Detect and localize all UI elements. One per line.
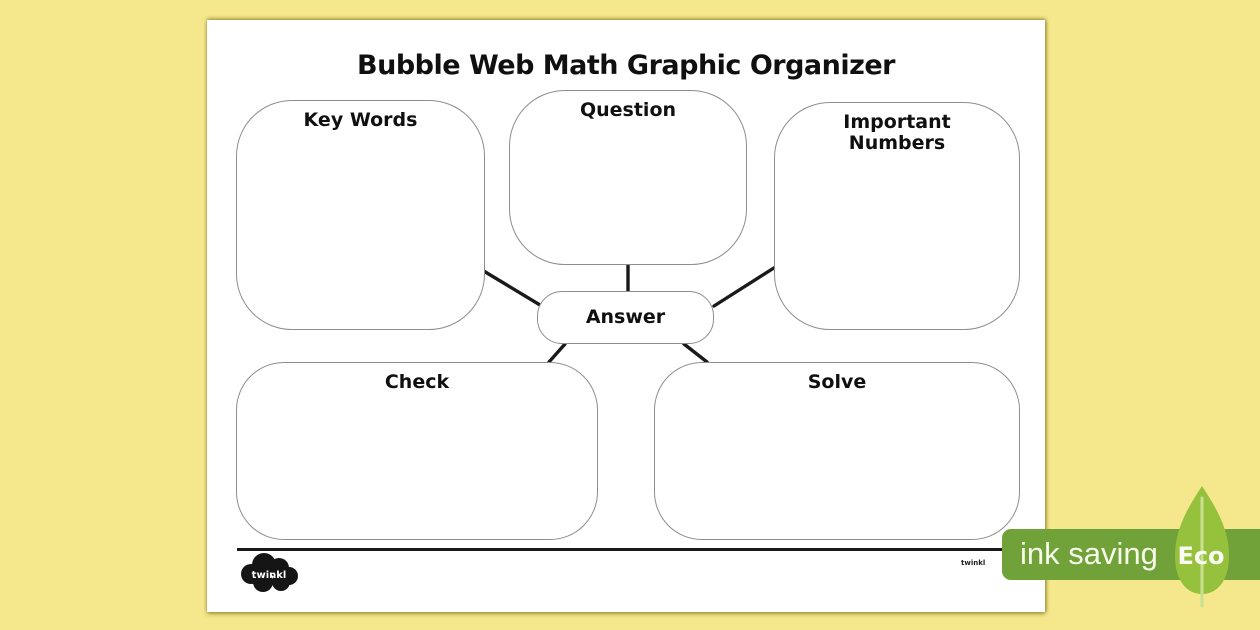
bubble-question-label: Question [579, 99, 677, 121]
twinkl-logo-text: twinkl [252, 570, 287, 581]
ink-saving-label: ink saving [1020, 536, 1158, 571]
footer-rule [237, 548, 1008, 551]
bubble-key-words-label: Key Words [303, 109, 418, 131]
bubble-important-numbers: Important Numbers [774, 102, 1020, 330]
page-title: Bubble Web Math Graphic Organizer [357, 50, 895, 81]
twinkl-cloud-logo: twinkl [241, 553, 298, 592]
eco-label: Eco [1177, 542, 1224, 570]
bubble-key-words: Key Words [236, 100, 485, 330]
bubble-solve-label: Solve [807, 371, 867, 393]
bubble-check: Check [236, 362, 598, 540]
bubble-important-numbers-label: Important Numbers [843, 111, 951, 154]
small-brand-text: twinkl [961, 559, 986, 567]
bubble-solve: Solve [654, 362, 1020, 540]
bubble-check-label: Check [384, 371, 450, 393]
bubble-question: Question [509, 90, 747, 265]
bubble-answer: Answer [537, 291, 714, 344]
bubble-answer-label: Answer [585, 306, 666, 329]
eco-leaf-icon: Eco [1175, 486, 1229, 608]
worksheet-page: Bubble Web Math Graphic Organizer Key Wo… [207, 20, 1045, 612]
